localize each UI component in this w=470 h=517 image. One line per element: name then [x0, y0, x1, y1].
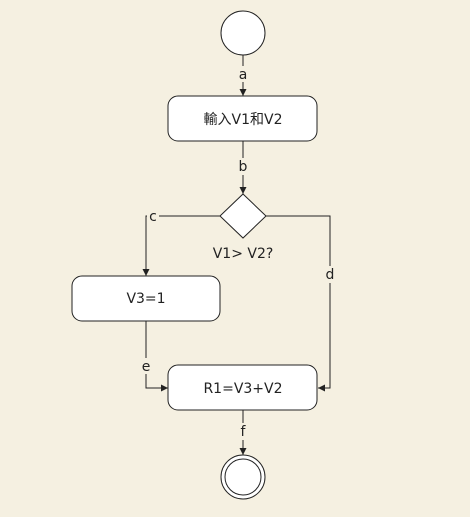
compute-action-node: R1=V3+V2 [167, 364, 318, 411]
start-node [220, 10, 266, 56]
edge-label-d: d [326, 267, 335, 283]
edge-c [142, 215, 220, 276]
edge-label-c: c [149, 209, 157, 225]
assign-action-node: V3=1 [71, 275, 221, 322]
edge-label-a: a [239, 67, 248, 83]
edge-d [266, 215, 331, 392]
input-action-label: 輸入V1和V2 [204, 112, 283, 128]
edge-labels: a b c d e f [140, 66, 336, 440]
edge-label-f: f [241, 424, 247, 440]
edge-label-b: b [239, 159, 248, 175]
compute-action-label: R1=V3+V2 [203, 381, 282, 397]
assign-action-label: V3=1 [126, 291, 165, 307]
decision-label: V1> V2? [213, 246, 274, 262]
end-node [220, 454, 266, 500]
decision-node: V1> V2? [213, 193, 274, 262]
edge-label-e: e [142, 359, 151, 375]
edge-e [145, 321, 168, 392]
input-action-node: 輸入V1和V2 [167, 95, 318, 142]
